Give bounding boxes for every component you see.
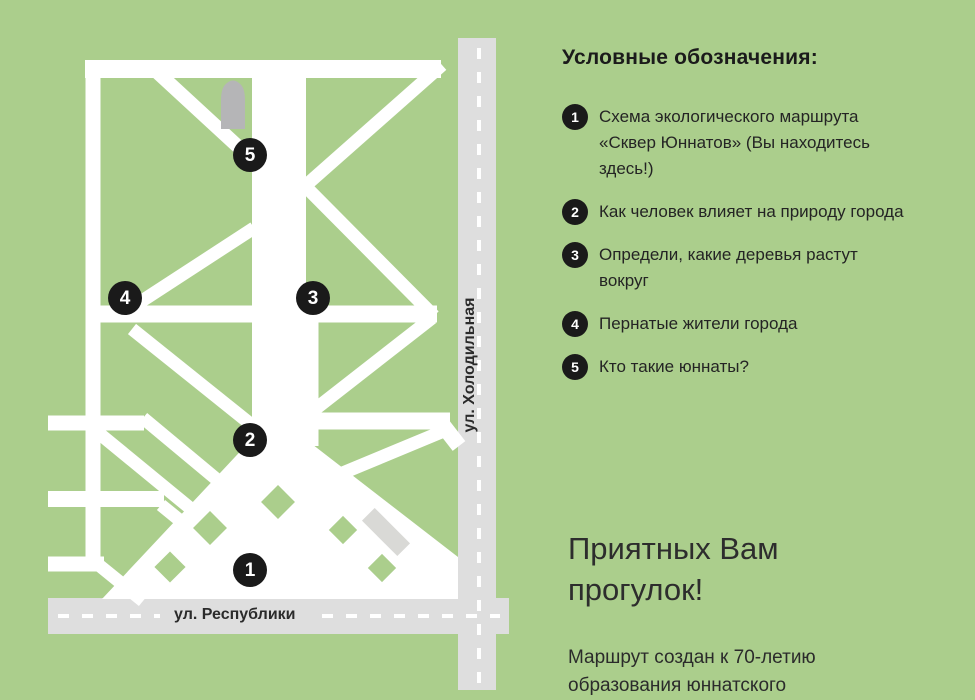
map-marker-5: 5	[233, 138, 267, 172]
footer: Приятных Вам прогулок! Маршрут создан к …	[568, 528, 948, 700]
legend-item-label: Кто такие юннаты?	[599, 357, 749, 376]
map-marker-2: 2	[233, 423, 267, 457]
legend-item-2: 2 Как человек влияет на природу города	[562, 199, 962, 225]
plaza	[102, 441, 458, 599]
legend-item-label: Определи, какие деревья растут вокруг	[599, 245, 858, 290]
marker-number: 5	[244, 144, 256, 166]
legend-bullet-3: 3	[562, 242, 588, 268]
legend-item-label: Как человек влияет на природу города	[599, 202, 904, 221]
marker-number: 2	[244, 429, 256, 451]
footer-headline: Приятных Вам прогулок!	[568, 531, 779, 607]
legend: Условные обозначения: 1 Схема экологичес…	[562, 46, 962, 397]
legend-bullet-4: 4	[562, 311, 588, 337]
street-label-respubliki: ул. Республики	[160, 606, 310, 624]
map-marker-4: 4	[108, 281, 142, 315]
marker-number: 4	[119, 287, 131, 309]
legend-item-1: 1 Схема экологического маршрута «Сквер Ю…	[562, 104, 962, 182]
legend-item-3: 3 Определи, какие деревья растут вокруг	[562, 242, 962, 294]
legend-item-label: Схема экологического маршрута «Сквер Юнн…	[599, 107, 870, 178]
legend-bullet-2: 2	[562, 199, 588, 225]
marker-number: 3	[307, 287, 319, 309]
footer-note: Маршрут создан к 70-летию образования юн…	[568, 647, 816, 696]
legend-bullet-5: 5	[562, 354, 588, 380]
map-marker-1: 1	[233, 553, 267, 587]
legend-title: Условные обозначения:	[562, 46, 818, 69]
street-label-kholodilnaya: ул. Холодильная	[461, 297, 478, 433]
building-icon	[361, 507, 411, 557]
central-alley	[252, 61, 306, 453]
legend-item-label: Пернатые жители города	[599, 314, 798, 333]
monument-icon	[221, 80, 245, 129]
marker-number: 1	[244, 559, 256, 581]
map-marker-3: 3	[296, 281, 330, 315]
legend-bullet-1: 1	[562, 104, 588, 130]
legend-item-4: 4 Пернатые жители города	[562, 311, 962, 337]
legend-item-5: 5 Кто такие юннаты?	[562, 354, 962, 380]
